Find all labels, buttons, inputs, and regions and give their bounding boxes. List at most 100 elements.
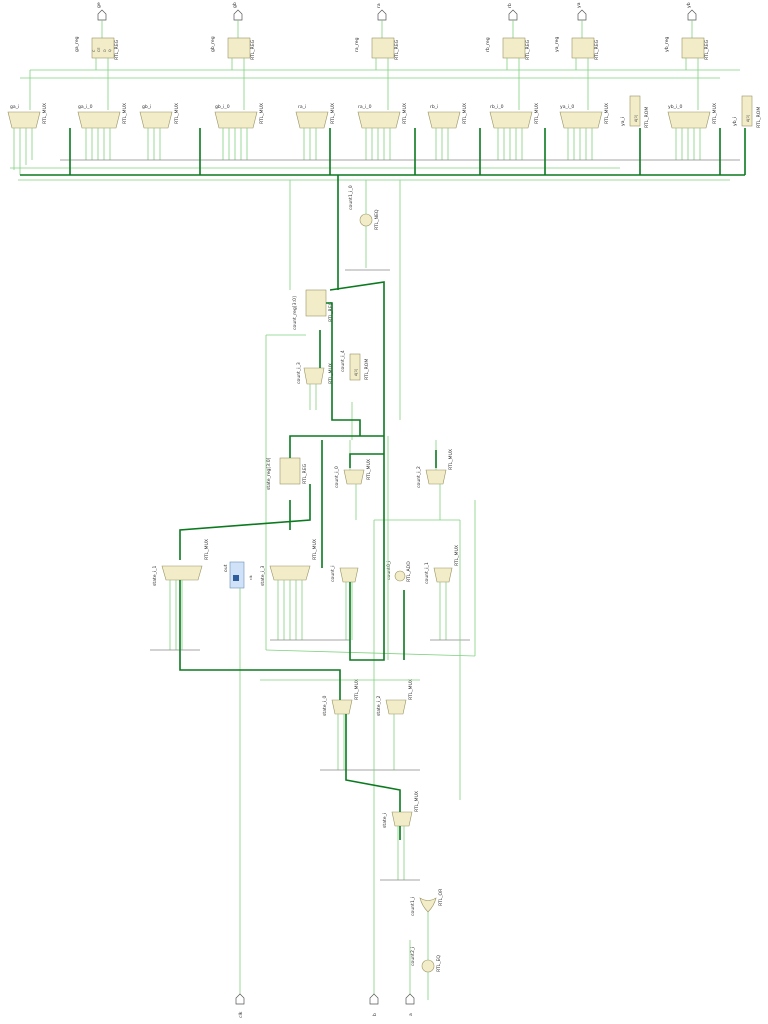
mux-rb-i[interactable]: rb_i RTL_MUX bbox=[427, 103, 468, 129]
mux-ra-i-0[interactable]: ra_i_0 RTL_MUX bbox=[357, 103, 408, 129]
svg-text:RTL_MUX: RTL_MUX bbox=[408, 679, 414, 700]
svg-text:CE: CE bbox=[97, 47, 101, 52]
reg-ya[interactable]: ya_reg RTL_REG bbox=[554, 37, 600, 60]
rom-count-i-4[interactable]: count_i_4 A[0] RTL_ROM bbox=[340, 350, 370, 381]
svg-text:count1_i: count1_i bbox=[410, 897, 416, 916]
output-port-ya[interactable]: ya bbox=[577, 2, 587, 38]
add-count0-i[interactable]: count0_i RTL_ADD bbox=[386, 561, 412, 582]
mux-state-i-0[interactable]: state_i_0 RTL_MUX bbox=[322, 679, 360, 716]
svg-text:ga_reg: ga_reg bbox=[74, 36, 80, 52]
mux-count-i-0[interactable]: count_i_0 RTL_MUX bbox=[334, 459, 372, 488]
svg-text:ya_i_0: ya_i_0 bbox=[560, 104, 574, 110]
mux-yb-i-0[interactable]: yb_i_0 RTL_MUX bbox=[667, 103, 718, 129]
svg-text:C: C bbox=[92, 49, 96, 52]
reg-gb[interactable]: gb_reg RTL_REG bbox=[210, 36, 256, 60]
control-bus bbox=[179, 281, 437, 840]
mux-ya-i-0[interactable]: ya_i_0 RTL_MUX bbox=[559, 103, 610, 129]
svg-text:ya_reg: ya_reg bbox=[554, 37, 560, 52]
svg-text:gb_i: gb_i bbox=[142, 104, 151, 110]
svg-text:RTL_REG: RTL_REG bbox=[250, 39, 256, 60]
svg-text:count_i_3: count_i_3 bbox=[296, 362, 302, 384]
svg-text:RTL_MUX: RTL_MUX bbox=[204, 539, 210, 560]
reg-state[interactable]: state_reg[3:0] RTL_REG bbox=[266, 457, 308, 490]
eq-count2-i[interactable]: count2_i RTL_EQ bbox=[410, 947, 442, 973]
svg-text:A[0]: A[0] bbox=[354, 368, 358, 376]
svg-text:ra_i_0: ra_i_0 bbox=[358, 104, 372, 110]
svg-text:RTL_MUX: RTL_MUX bbox=[354, 679, 360, 700]
output-port-yb[interactable]: yb bbox=[686, 2, 697, 38]
rom-ya-i[interactable]: ya_i A[0] RTL_ROM bbox=[620, 95, 650, 128]
svg-text:RTL_MUX: RTL_MUX bbox=[366, 459, 372, 480]
main-state-bus bbox=[20, 128, 746, 290]
svg-text:count_i_0: count_i_0 bbox=[334, 466, 340, 488]
mux-gb-i-0[interactable]: gb_i_0 RTL_MUX bbox=[214, 103, 265, 129]
svg-text:A[0]: A[0] bbox=[634, 114, 638, 122]
mux-count-i[interactable]: count_i bbox=[330, 565, 359, 583]
svg-text:RTL_MUX: RTL_MUX bbox=[462, 103, 468, 124]
mux-ra-i[interactable]: ra_i RTL_MUX bbox=[295, 103, 336, 129]
rom-yb-i[interactable]: yb_i A[0] RTL_ROM bbox=[732, 95, 762, 128]
svg-text:RTL_REG: RTL_REG bbox=[114, 39, 120, 60]
svg-text:a: a bbox=[409, 1013, 414, 1016]
svg-text:RTL_MUX: RTL_MUX bbox=[174, 103, 180, 124]
svg-text:clk: clk bbox=[238, 1011, 244, 1018]
svg-text:Q: Q bbox=[108, 49, 112, 52]
svg-text:rb: rb bbox=[507, 3, 513, 8]
svg-text:RTL_REG: RTL_REG bbox=[328, 301, 334, 322]
svg-text:yb: yb bbox=[686, 2, 692, 8]
svg-text:clk: clk bbox=[249, 575, 253, 580]
svg-text:yb_i: yb_i bbox=[732, 117, 738, 126]
top-mux-inputs bbox=[10, 128, 740, 181]
mux-state-i-2[interactable]: state_i_2 RTL_MUX bbox=[376, 679, 414, 716]
svg-text:count_i_2: count_i_2 bbox=[416, 466, 422, 488]
mux-state-i-1[interactable]: state_i_1 RTL_MUX bbox=[152, 539, 210, 586]
output-port-ra[interactable]: ra bbox=[376, 3, 387, 38]
mux-state-i[interactable]: state_i RTL_MUX bbox=[382, 791, 420, 828]
output-port-rb[interactable]: rb bbox=[507, 3, 518, 38]
svg-text:count0_i: count0_i bbox=[386, 561, 392, 580]
mux-rb-i-0[interactable]: rb_i_0 RTL_MUX bbox=[489, 103, 540, 129]
svg-text:rb_i_0: rb_i_0 bbox=[490, 104, 504, 110]
svg-text:RTL_MUX: RTL_MUX bbox=[259, 103, 265, 124]
reg-count[interactable]: count_reg[3:0] RTL_REG bbox=[292, 289, 334, 330]
mux-state-i-3[interactable]: state_i_3 RTL_MUX bbox=[260, 539, 318, 586]
input-port-clk[interactable]: clk bbox=[235, 993, 245, 1018]
or-count1-i[interactable]: count1_i RTL_OR bbox=[410, 888, 444, 916]
reg-ra[interactable]: ra_reg RTL_REG bbox=[354, 37, 400, 60]
reg-yb[interactable]: yb_reg RTL_REG bbox=[664, 36, 710, 60]
svg-text:RTL_MUX: RTL_MUX bbox=[330, 103, 336, 124]
mux-ga-i-0[interactable]: ga_i_0 RTL_MUX bbox=[77, 103, 128, 129]
svg-text:b: b bbox=[372, 1013, 378, 1016]
mux-count-i-2[interactable]: count_i_2 RTL_MUX bbox=[416, 449, 454, 488]
svg-text:state_i: state_i bbox=[382, 813, 388, 828]
input-port-b[interactable]: b bbox=[369, 993, 379, 1016]
svg-text:count_i_4: count_i_4 bbox=[340, 350, 346, 372]
mux-ga-i[interactable]: ga_i RTL_MUX bbox=[7, 103, 48, 129]
top-wiring bbox=[20, 58, 740, 110]
svg-text:count2_i: count2_i bbox=[410, 947, 416, 966]
svg-text:RTL_REG: RTL_REG bbox=[594, 39, 600, 60]
neq-count1-i-0[interactable]: count1_i_0 RTL_NEQ bbox=[345, 185, 390, 271]
output-port-ge[interactable]: ge bbox=[97, 2, 107, 38]
svg-text:state_reg[3:0]: state_reg[3:0] bbox=[266, 457, 272, 490]
svg-text:RTL_REG: RTL_REG bbox=[302, 463, 308, 484]
svg-text:RTL_MUX: RTL_MUX bbox=[604, 103, 610, 124]
svg-text:RTL_MUX: RTL_MUX bbox=[454, 545, 460, 566]
svg-text:ra_reg: ra_reg bbox=[354, 37, 360, 52]
svg-text:ya: ya bbox=[577, 2, 582, 8]
output-port-gb[interactable]: gb bbox=[232, 2, 243, 38]
svg-text:RTL_MUX: RTL_MUX bbox=[402, 103, 408, 124]
svg-text:RTL_ROM: RTL_ROM bbox=[644, 107, 650, 128]
svg-text:RTL_MUX: RTL_MUX bbox=[448, 449, 454, 470]
svg-text:count_reg[3:0]: count_reg[3:0] bbox=[292, 296, 298, 330]
svg-text:gb: gb bbox=[232, 2, 238, 8]
mux-count-i-3[interactable]: count_i_3 RTL_MUX bbox=[296, 362, 334, 385]
clock-buffer[interactable]: out clk bbox=[223, 561, 253, 589]
reg-ga[interactable]: ga_reg RTL_REG C CE D Q bbox=[74, 36, 120, 60]
mux-count-i-1[interactable]: count_i_1 RTL_MUX bbox=[424, 545, 460, 584]
mux-gb-i[interactable]: gb_i RTL_MUX bbox=[139, 103, 180, 129]
svg-text:count_i_1: count_i_1 bbox=[424, 562, 430, 584]
reg-rb[interactable]: rb_reg RTL_REG bbox=[485, 37, 531, 60]
input-port-a[interactable]: a bbox=[405, 993, 415, 1016]
